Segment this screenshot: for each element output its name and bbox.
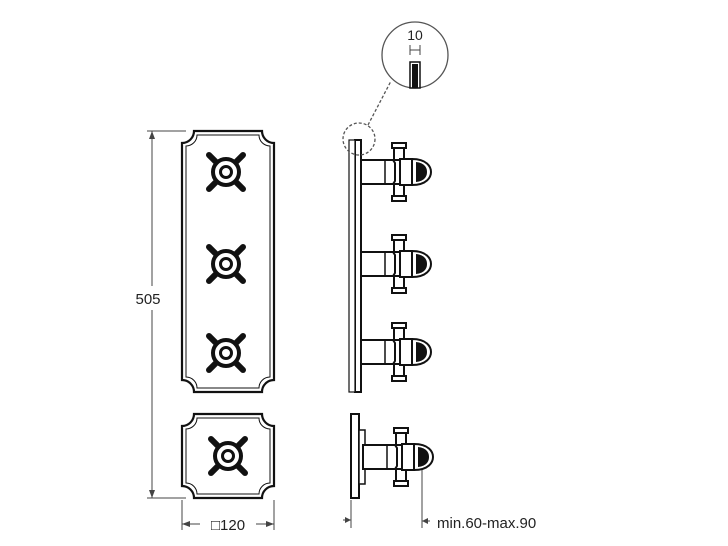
- height-dimension-label: 505: [135, 291, 160, 308]
- width-dimension-label: □120: [211, 517, 245, 534]
- cross-handle-icon: [209, 155, 243, 189]
- projection-range-label: min.60-max.90: [437, 515, 536, 532]
- detail-section: [409, 61, 421, 89]
- cross-handle-icon: [211, 439, 245, 473]
- height-dimension: [147, 130, 186, 499]
- width-dimension: [181, 500, 275, 530]
- wall-depth-label: 10: [407, 27, 423, 43]
- cross-handle-icon: [209, 336, 243, 370]
- detail-leader: [367, 80, 392, 126]
- side-view-tall: [348, 139, 432, 393]
- cross-handle-icon: [209, 247, 243, 281]
- depth-dimension: [343, 470, 430, 528]
- side-view-small: [350, 413, 434, 499]
- side-handle-icon: [360, 142, 432, 202]
- wall-depth-dimension: [409, 45, 421, 55]
- side-handle-icon: [360, 234, 432, 294]
- detail-origin-circle: [342, 122, 376, 156]
- side-handle-icon: [360, 322, 432, 382]
